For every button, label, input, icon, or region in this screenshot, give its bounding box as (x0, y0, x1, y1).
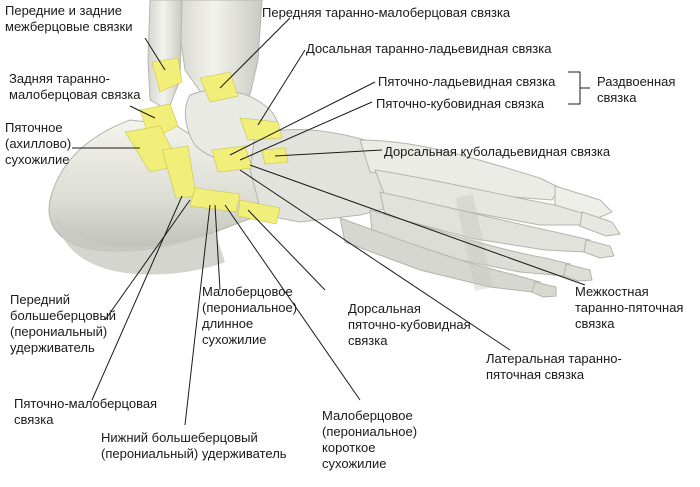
tibia-bone (174, 0, 263, 99)
leader-inferior-retinaculum (184, 204, 211, 426)
label-achilles-tendon: Пяточное (ахиллово) сухожилие (5, 120, 72, 167)
leader-tibiofibular (144, 37, 166, 71)
label-bifurcate-ligament: Раздвоенная связка (597, 74, 676, 105)
toe-4 (563, 263, 593, 282)
label-calcaneofibular: Пяточно-малоберцовая связка (14, 396, 158, 427)
leader-anterior-talofibular (219, 17, 291, 89)
ligament-tibiofibular (151, 57, 183, 93)
ligament-calcaneocuboid (189, 187, 241, 213)
label-anterior-posterior-tibiofibular: Передние и задние межберцовые связки (5, 3, 133, 34)
label-calcaneocuboid: Пяточно-кубовидная связка (376, 96, 545, 111)
ligament-bifurcate (211, 145, 253, 173)
label-dorsal-cuboideonavicular: Дорсальная куболадьевидная связка (384, 144, 611, 159)
toe-joint-shade (455, 194, 493, 291)
leader-peroneus-brevis (224, 204, 361, 401)
label-posterior-talofibular: Задняя таранно- малоберцовая связка (9, 71, 141, 102)
label-inferior-peroneal-retinaculum: Нижний большеберцовый (перониальный) уде… (101, 430, 287, 461)
toe-3 (583, 239, 615, 259)
leader-peroneus-longus (214, 204, 221, 291)
label-peroneus-longus-tendon: Малоберцовое (перониальное) длинное сухо… (202, 284, 298, 347)
leader-calcaneofibular (91, 195, 183, 401)
metatarsal-5 (339, 217, 541, 293)
leader-dorsal-talonavicular (257, 49, 306, 126)
leader-posterior-talofibular (129, 105, 156, 119)
label-peroneus-brevis-tendon: Малоберцовое (перониальное) короткое сух… (322, 408, 418, 471)
leader-calcaneocuboid (239, 101, 373, 161)
fibula-bone (147, 0, 183, 111)
label-anterior-talofibular: Передняя таранно-малоберцовая связка (262, 5, 511, 20)
bracket-bifurcate (568, 71, 590, 105)
heel-shadow (55, 215, 225, 275)
leader-lines (72, 17, 586, 426)
leader-superior-retinaculum (104, 199, 191, 321)
toe-2 (579, 211, 621, 237)
label-lateral-talocalcaneal: Латеральная таранно- пяточная связка (486, 351, 622, 382)
metatarsal-2 (374, 169, 586, 226)
label-calcaneonavicular: Пяточно-ладьевидная связка (378, 74, 556, 89)
leader-interosseous (249, 164, 586, 286)
toe-1 (554, 185, 613, 219)
ligament-peroneal-retinaculum (237, 199, 281, 225)
label-dorsal-calcaneocuboid: Дорсальная пяточно-кубовидная связка (348, 301, 471, 348)
label-dorsal-talonavicular: Досальная таранно-ладьевидная связка (306, 41, 552, 56)
label-superior-peroneal-retinaculum: Передний большеберцовый (перониальный) у… (10, 292, 117, 355)
leader-cuboideonavicular (274, 149, 383, 157)
metatarsal-1 (359, 139, 561, 201)
toe-5 (531, 281, 557, 298)
leader-dorsal-calcaneocuboid (247, 209, 326, 291)
leader-calcaneonavicular (229, 81, 376, 156)
metatarsal-3 (379, 191, 591, 253)
label-interosseous-talocalcaneal: Межкостная таранно-пяточная связка (575, 284, 684, 331)
leader-lateral-talocalcaneal (239, 169, 511, 351)
